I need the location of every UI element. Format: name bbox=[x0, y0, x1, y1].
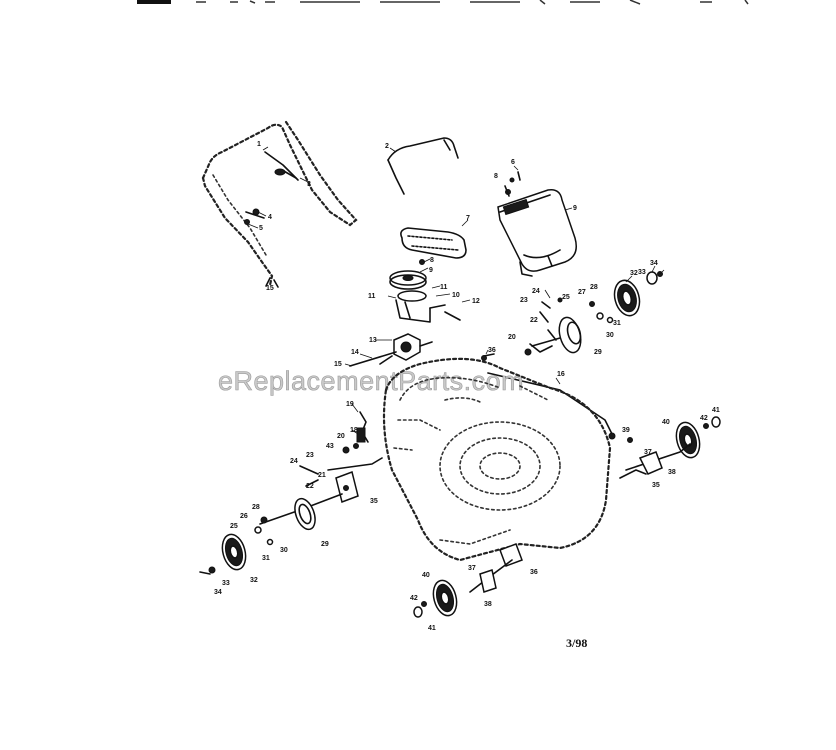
pulley-assembly: 8 9 11 10 11 12 bbox=[368, 257, 480, 323]
callout-rr-20: 20 bbox=[508, 334, 516, 341]
callout-rr-33: 33 bbox=[638, 269, 646, 276]
callout-deck-18: 18 bbox=[350, 427, 358, 434]
callout-ll-30: 30 bbox=[280, 547, 288, 554]
callout-rf-38: 38 bbox=[668, 469, 676, 476]
callout-ll-34: 34 bbox=[214, 589, 222, 596]
callout-rf-37: 37 bbox=[644, 449, 652, 456]
callout-rf-39: 39 bbox=[622, 427, 630, 434]
callout-pulley-8: 8 bbox=[430, 257, 434, 264]
callout-mid-36: 36 bbox=[488, 347, 496, 354]
callout-fl-37: 37 bbox=[468, 565, 476, 572]
callout-rf-40: 40 bbox=[662, 419, 670, 426]
drive-belt: 7 bbox=[400, 215, 470, 259]
rear-left-wheel-assembly: 24 23 21 22 35 28 26 29 25 30 31 33 32 3… bbox=[199, 452, 383, 596]
callout-rr-23: 23 bbox=[520, 297, 528, 304]
watermark: eReplacementParts.com bbox=[218, 366, 524, 396]
callout-ll-24: 24 bbox=[290, 458, 298, 465]
callout-chute-8: 8 bbox=[494, 173, 498, 180]
callout-pulley-11a: 11 bbox=[368, 293, 376, 300]
callout-fl-40: 40 bbox=[422, 572, 430, 579]
transmission: 13 14 15 bbox=[334, 333, 433, 368]
callout-pulley-11b: 11 bbox=[440, 284, 448, 291]
callout-trans-15: 15 bbox=[334, 361, 342, 368]
deck-left-parts: 19 18 20 43 bbox=[326, 401, 369, 454]
callout-rr-24: 24 bbox=[532, 288, 540, 295]
front-right-wheel-assembly: 40 41 42 39 37 38 35 bbox=[619, 407, 721, 489]
callout-rf-42: 42 bbox=[700, 415, 708, 422]
callout-ll-21: 21 bbox=[318, 472, 326, 479]
height-adjust-link: 16 36 bbox=[481, 347, 616, 440]
callout-fl-36: 36 bbox=[530, 569, 538, 576]
mower-deck bbox=[382, 357, 612, 562]
callout-belt-7: 7 bbox=[466, 215, 470, 222]
callout-ll-29: 29 bbox=[321, 541, 329, 548]
callout-rr-22: 22 bbox=[530, 317, 538, 324]
callout-pulley-9: 9 bbox=[429, 267, 433, 274]
callout-deck-43: 43 bbox=[326, 443, 334, 450]
callout-fl-42: 42 bbox=[410, 595, 418, 602]
callout-rr-32: 32 bbox=[630, 270, 638, 277]
callout-ll-23: 23 bbox=[306, 452, 314, 459]
callout-ll-35: 35 bbox=[370, 498, 378, 505]
callout-rf-35: 35 bbox=[652, 482, 660, 489]
callout-rf-41: 41 bbox=[712, 407, 720, 414]
callout-rr-31: 31 bbox=[613, 320, 621, 327]
callout-deck-20: 20 bbox=[337, 433, 345, 440]
callout-rr-28: 28 bbox=[590, 284, 598, 291]
callout-handle-1: 1 bbox=[257, 141, 261, 148]
callout-mid-16: 16 bbox=[557, 371, 565, 378]
callout-chute-6: 6 bbox=[511, 159, 515, 166]
callout-handle-5: 5 bbox=[259, 225, 263, 232]
callout-deck-19: 19 bbox=[346, 401, 354, 408]
callout-rr-30: 30 bbox=[606, 332, 614, 339]
callout-bail-2: 2 bbox=[385, 143, 389, 150]
callout-handle-4: 4 bbox=[268, 214, 272, 221]
callout-ll-28: 28 bbox=[252, 504, 260, 511]
callout-ll-33: 33 bbox=[222, 580, 230, 587]
callout-trans-13: 13 bbox=[369, 337, 377, 344]
callout-pulley-10: 10 bbox=[452, 292, 460, 299]
callout-handle-3: 3 bbox=[307, 181, 311, 188]
callout-rr-27: 27 bbox=[578, 289, 586, 296]
callout-rr-25: 25 bbox=[562, 294, 570, 301]
callout-handle-15: 15 bbox=[266, 285, 274, 292]
callout-pulley-12: 12 bbox=[472, 298, 480, 305]
callout-ll-22: 22 bbox=[306, 483, 314, 490]
callout-rr-29: 29 bbox=[594, 349, 602, 356]
callout-ll-25: 25 bbox=[230, 523, 238, 530]
callout-trans-14: 14 bbox=[351, 349, 359, 356]
header-fragment bbox=[137, 0, 749, 5]
discharge-chute: 9 6 8 bbox=[494, 159, 577, 277]
callout-chute-9: 9 bbox=[573, 205, 577, 212]
front-left-wheel-assembly: 36 40 37 42 38 41 bbox=[410, 543, 538, 632]
callout-ll-31: 31 bbox=[262, 555, 270, 562]
callout-fl-38: 38 bbox=[484, 601, 492, 608]
control-bail: 2 bbox=[385, 137, 459, 195]
rear-right-wheel-assembly: 32 24 33 34 23 25 27 28 31 30 22 29 20 bbox=[508, 260, 665, 356]
callout-ll-26: 26 bbox=[240, 513, 248, 520]
callout-rr-34: 34 bbox=[650, 260, 658, 267]
callout-fl-41: 41 bbox=[428, 625, 436, 632]
date-code: 3/98 bbox=[566, 636, 587, 650]
handle-assembly: 1 3 4 5 15 bbox=[201, 120, 358, 292]
callout-ll-32: 32 bbox=[250, 577, 258, 584]
